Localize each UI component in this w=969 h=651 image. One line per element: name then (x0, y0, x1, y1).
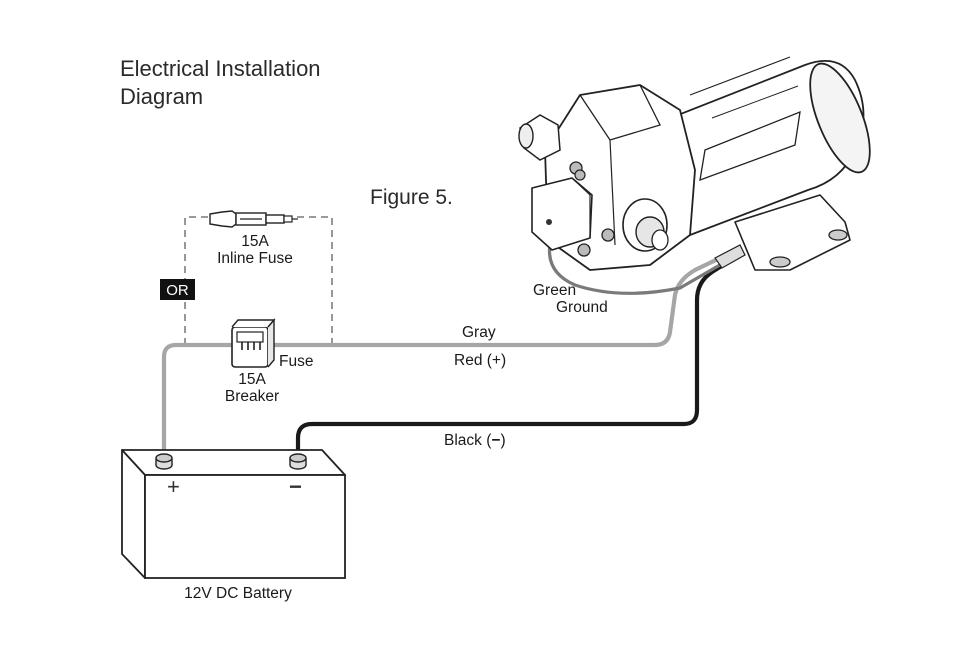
ground-label-line1: Green (533, 282, 576, 299)
battery-minus-sign: − (289, 474, 302, 499)
diagram-title-line2: Diagram (120, 84, 203, 109)
battery-plus-sign: + (167, 474, 180, 499)
black-wire-label: Black (−) (444, 432, 506, 449)
battery-positive-terminal (155, 453, 173, 470)
breaker-name: Breaker (225, 388, 279, 405)
gray-wire (161, 255, 723, 461)
breaker-rating: 15A (238, 371, 266, 388)
breaker-fuse-label: Fuse (279, 353, 313, 370)
battery-icon (121, 449, 346, 579)
ground-label-line2: Ground (556, 299, 608, 316)
red-wire-label: Red (+) (454, 352, 506, 369)
battery-label: 12V DC Battery (184, 585, 292, 602)
or-badge: OR (160, 279, 195, 300)
or-badge-text: OR (166, 282, 189, 299)
black-wire-label-close: ) (500, 432, 505, 449)
pump-icon (518, 56, 871, 271)
black-wire (295, 259, 731, 461)
inline-fuse-name: Inline Fuse (217, 250, 293, 267)
black-wire-minus-sign: − (491, 432, 500, 449)
inline-fuse-rating: 15A (241, 233, 269, 250)
inline-fuse-icon (209, 210, 298, 228)
green-ground-wire (547, 230, 727, 295)
black-wire-label-text: Black ( (444, 432, 492, 449)
battery-negative-terminal (289, 453, 307, 470)
gray-wire-label: Gray (462, 324, 496, 341)
breaker-icon (231, 318, 276, 368)
diagram-title-line1: Electrical Installation (120, 56, 321, 81)
figure-label: Figure 5. (370, 186, 453, 209)
